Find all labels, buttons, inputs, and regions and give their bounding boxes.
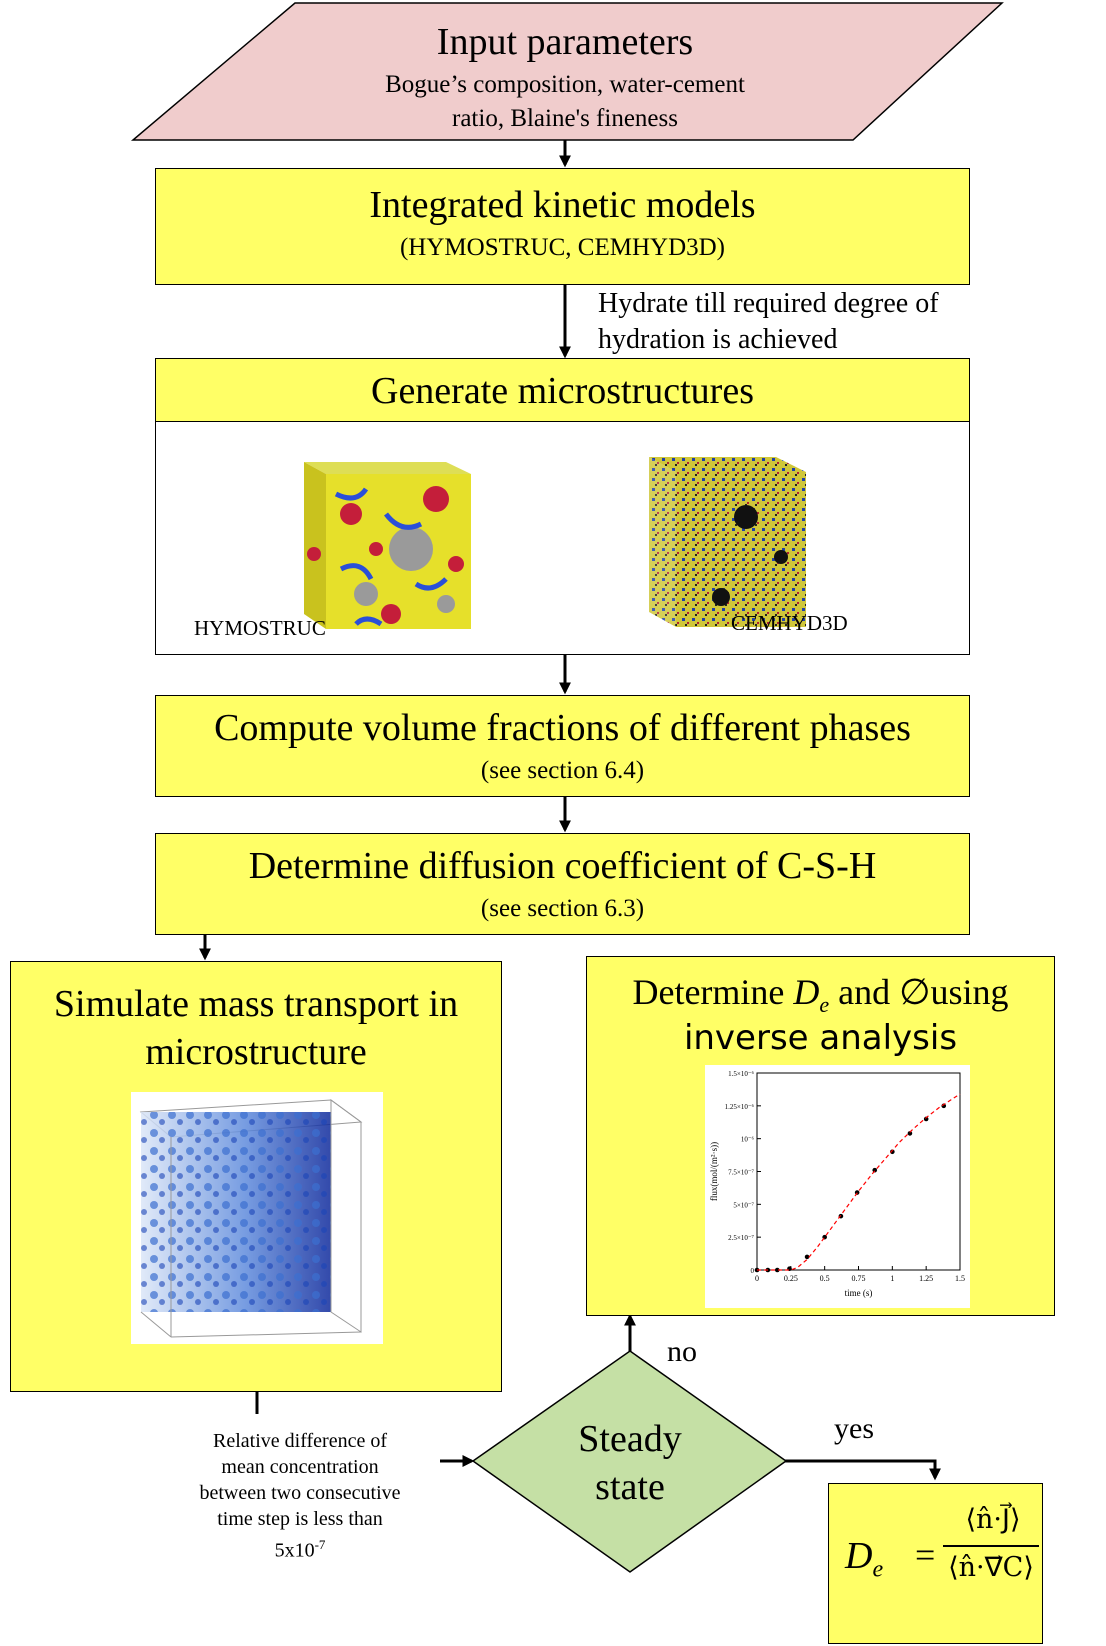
input-parallelogram <box>130 2 1004 141</box>
criterion-exp: -7 <box>314 1537 326 1552</box>
arrow-steady-yes <box>785 1459 941 1481</box>
criterion-line5: 5x10-7 <box>160 1532 440 1564</box>
kinetic-subtitle: (HYMOSTRUC, CEMHYD3D) <box>399 234 725 261</box>
y-tick-label: 1.25×10⁻⁶ <box>725 1103 755 1111</box>
formula-lhs: De <box>845 1535 884 1583</box>
input-title: Input parameters <box>436 21 694 63</box>
no-label: no <box>667 1335 697 1368</box>
mass-transport-image <box>131 1092 383 1344</box>
y-tick-label: 0 <box>751 1267 755 1275</box>
hymostruc-label: HYMOSTRUC <box>194 616 326 640</box>
simulate-line2: microstructure <box>145 1031 367 1073</box>
data-point <box>854 1190 860 1195</box>
y-tick-label: 7.5×10⁻⁷ <box>728 1169 754 1177</box>
simulate-box: Simulate mass transport in microstructur… <box>10 961 502 1392</box>
kinetic-title: Integrated kinetic models <box>369 184 756 226</box>
x-tick-label: 0 <box>755 1274 759 1283</box>
data-point <box>907 1131 913 1136</box>
yes-label: yes <box>834 1412 874 1445</box>
x-tick-label: 1.5 <box>955 1274 965 1283</box>
steady-line1: Steady <box>578 1418 682 1460</box>
diffusion-subtitle: (see section 6.3) <box>480 895 645 922</box>
hydrate-note-line2: hydration is achieved <box>598 324 838 355</box>
simulate-line1: Simulate mass transport in <box>53 983 459 1025</box>
formula-eq: = <box>915 1535 936 1575</box>
hydrate-note: Hydrate till required degree of hydratio… <box>598 286 1018 358</box>
inverse-symbol-e: e <box>819 992 830 1018</box>
inverse-line1: Determine De and ∅using <box>587 971 1054 1026</box>
hydrate-note-line1: Hydrate till required degree of <box>598 288 939 319</box>
formula-fraction-bar <box>943 1545 1039 1547</box>
steady-line2: state <box>595 1466 665 1508</box>
generate-header: Generate microstructures <box>156 359 969 422</box>
inverse-mid: and <box>829 972 900 1012</box>
volume-subtitle: (see section 6.4) <box>480 757 645 784</box>
diffusion-coefficient-box: Determine diffusion coefficient of C-S-H… <box>155 833 970 935</box>
convergence-criterion: Relative difference of mean concentratio… <box>160 1428 440 1564</box>
data-point <box>923 1116 929 1122</box>
y-tick-label: 10⁻⁶ <box>741 1136 755 1144</box>
inverse-symbol-d: D <box>793 972 820 1012</box>
x-tick-label: 1 <box>890 1274 894 1283</box>
data-point <box>804 1254 810 1260</box>
hymostruc-cube-image <box>304 462 471 629</box>
formula-denominator: ⟨n̂·∇⃗C⟩ <box>948 1552 1034 1583</box>
steady-label: Steady state <box>550 1415 710 1511</box>
y-tick-label: 2.5×10⁻⁷ <box>728 1234 754 1242</box>
data-point <box>775 1267 780 1273</box>
y-tick-label: 1.5×10⁻⁶ <box>728 1070 754 1078</box>
criterion-line3: between two consecutive <box>199 1482 401 1504</box>
volume-fractions-box: Compute volume fractions of different ph… <box>155 695 970 797</box>
criterion-base: 5x10 <box>274 1539 315 1562</box>
inverse-line2: inverse analysis <box>683 1018 958 1058</box>
criterion-line4: time step is less than <box>217 1508 383 1530</box>
x-tick-label: 0.25 <box>784 1274 798 1283</box>
phi-symbol: ∅ <box>899 972 931 1013</box>
data-point <box>890 1149 895 1155</box>
generate-microstructures-panel: Generate microstructures HYMOSTRUC <box>155 358 970 655</box>
input-line1: Bogue’s composition, water-cement <box>385 71 745 98</box>
generate-title: Generate microstructures <box>371 370 754 412</box>
x-tick-label: 1.25 <box>919 1274 933 1283</box>
inverse-suffix: using <box>930 972 1009 1012</box>
formula-box: De = ⟨n̂·J⃗⟩ ⟨n̂·∇⃗C⟩ <box>828 1483 1043 1644</box>
flux-time-chart: 0 0.25 0.5 0.75 1 1.25 1.5 0 2.5×10⁻⁷ 5×10⁻⁷ 7.5×1… <box>705 1065 970 1308</box>
formula-numerator: ⟨n̂·J⃗⟩ <box>965 1504 1021 1535</box>
cemhyd3d-label: CEMHYD3D <box>731 611 848 635</box>
diffusion-title: Determine diffusion coefficient of C-S-H <box>248 845 877 887</box>
volume-title: Compute volume fractions of different ph… <box>214 707 911 749</box>
criterion-line1: Relative difference of <box>213 1430 387 1452</box>
y-tick-label: 5×10⁻⁷ <box>733 1201 754 1209</box>
inverse-analysis-box: Determine De and ∅using inverse analysis… <box>586 956 1055 1316</box>
y-axis-label: flux(mol/(m²·s)) <box>709 1142 719 1201</box>
x-tick-label: 0.75 <box>852 1274 866 1283</box>
input-text: Input parameters Bogue’s composition, wa… <box>300 20 830 140</box>
kinetic-models-box: Integrated kinetic models (HYMOSTRUC, CE… <box>155 168 970 285</box>
input-line2: ratio, Blaine's fineness <box>452 105 678 132</box>
x-tick-label: 0.5 <box>820 1274 830 1283</box>
fit-curve <box>757 1093 961 1271</box>
steady-state-diamond <box>471 1350 788 1573</box>
chart-background <box>705 1065 970 1308</box>
data-point <box>872 1167 878 1173</box>
criterion-line2: mean concentration <box>221 1456 379 1478</box>
cemhyd3d-cube-image <box>649 457 806 627</box>
x-axis-label: time (s) <box>845 1288 873 1298</box>
inverse-prefix: Determine <box>632 972 794 1012</box>
